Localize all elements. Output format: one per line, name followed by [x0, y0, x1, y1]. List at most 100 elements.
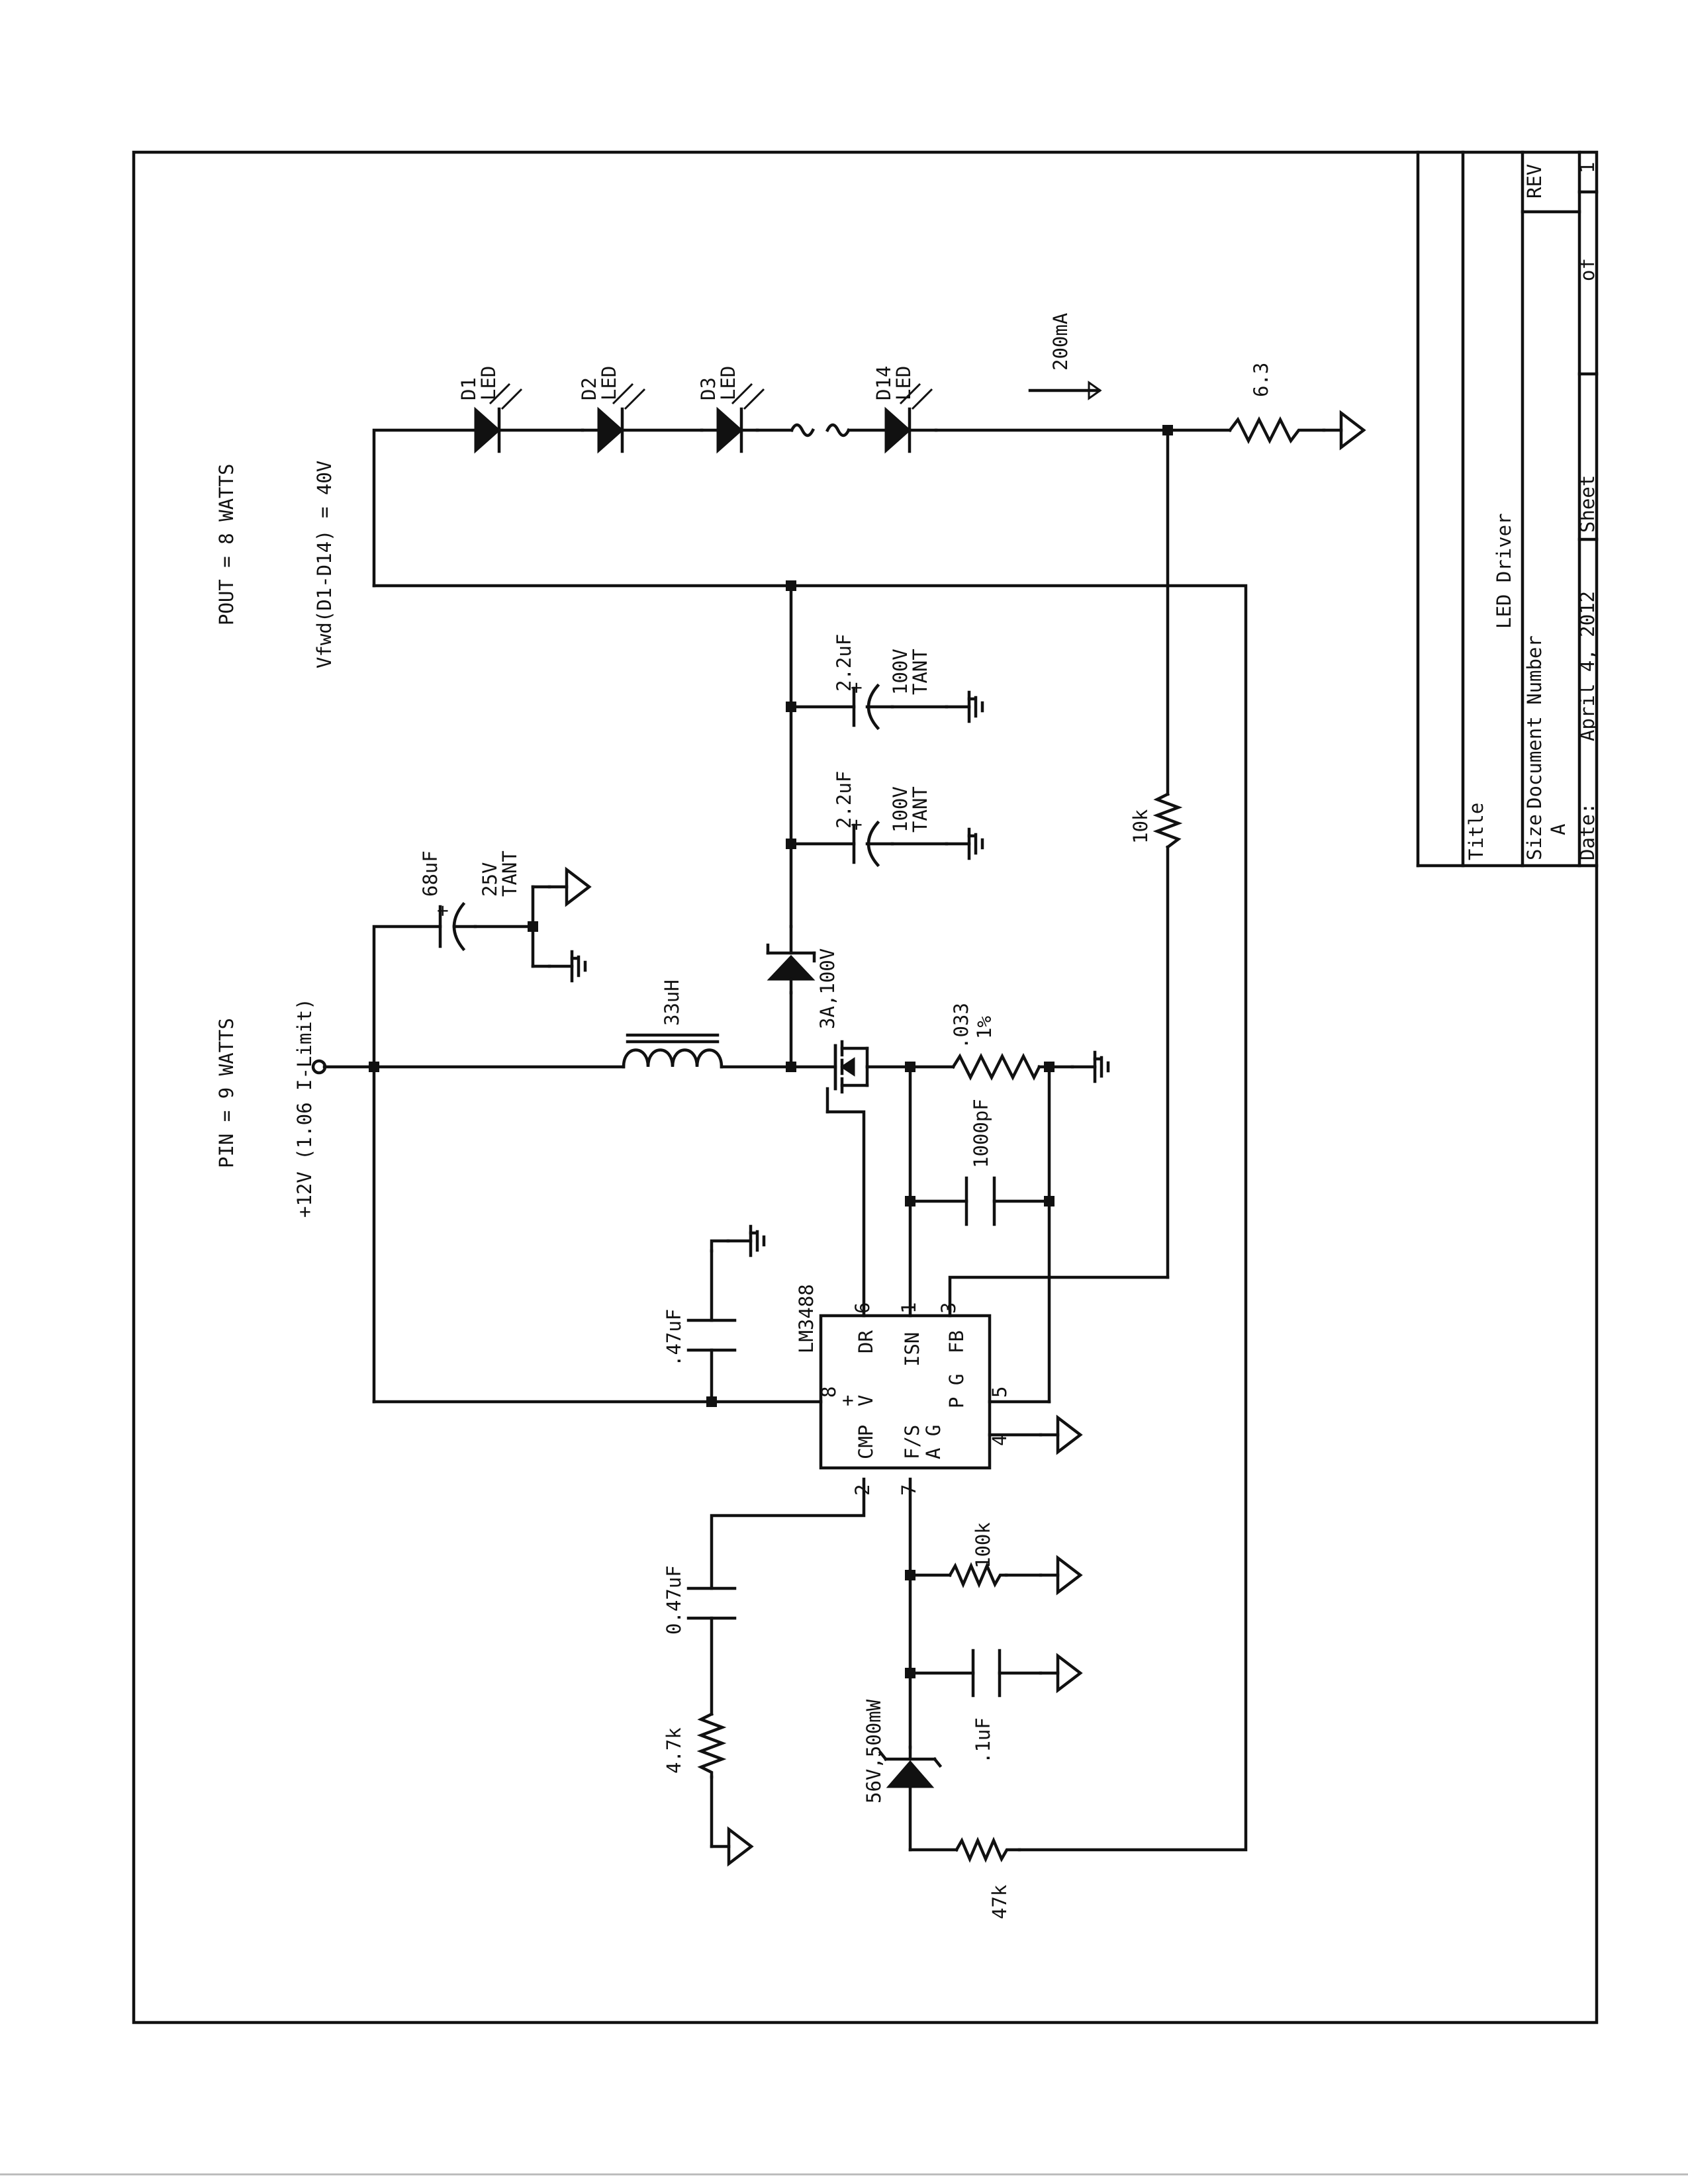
input-cap-plus: + — [431, 905, 453, 917]
ic-pin-num-8: 8 — [818, 1387, 840, 1398]
cap-comp-symbol — [686, 1586, 737, 1620]
ground-100k — [1041, 1558, 1080, 1592]
output-cap-2-kind: TANT — [909, 786, 931, 833]
sense-resistor-tol: 1% — [973, 1016, 996, 1039]
vfwd-label: Vfwd(D1-D14) = 40V — [313, 461, 336, 668]
output-cap-2-symbol — [852, 820, 894, 868]
ic-pin-plus: + — [836, 1395, 859, 1406]
output-cap-1-kind: TANT — [909, 649, 931, 695]
cap-01uf-symbol — [971, 1649, 1002, 1698]
ovp-resistor-label: 47k — [988, 1884, 1011, 1919]
resistor-47k — [954, 1837, 1021, 1863]
led-d14-type: LED — [892, 366, 915, 400]
cap-1000pf-label: 1000pF — [970, 1099, 992, 1168]
input-cap-value: 68uF — [419, 850, 442, 897]
supply-label: +12V (1.06 I-Limit) — [293, 998, 316, 1218]
ic-pin-num-2: 2 — [851, 1484, 874, 1496]
pin-label: PIN = 9 WATTS — [215, 1018, 238, 1168]
title-block — [1416, 150, 1599, 868]
fs-res-label: 100k — [972, 1522, 994, 1569]
ground-cap-1 — [947, 692, 982, 721]
schottky-diode — [766, 925, 816, 995]
wires — [322, 423, 1248, 1852]
output-cap-2-plus: + — [845, 819, 867, 831]
ic-pin-ag: A G — [922, 1425, 945, 1459]
ic-pin-dr: DR — [855, 1330, 877, 1353]
resistor-033 — [951, 1052, 1042, 1081]
tb-size: A — [1547, 824, 1570, 835]
ground-01uf — [1041, 1656, 1080, 1690]
led-d2-type: LED — [598, 366, 620, 400]
ground-sense — [1072, 1052, 1108, 1081]
led-d1-symbol — [474, 383, 585, 454]
ground-cap-2 — [947, 829, 982, 858]
led-d3-type: LED — [717, 366, 739, 400]
ground-6-3 — [1324, 413, 1364, 447]
tb-sheet-total: 1 — [1576, 162, 1599, 173]
led-d14-symbol — [884, 383, 938, 454]
ic-pin-num-7: 7 — [898, 1484, 920, 1496]
fs-cap-label: .1uF — [972, 1717, 994, 1764]
input-cap-rating: 25V — [479, 862, 501, 897]
input-cap-symbol — [438, 901, 477, 952]
current-label: 200mA — [1049, 313, 1072, 371]
led-d2-ref: D2 — [578, 377, 600, 400]
resistor-4-7k — [696, 1711, 727, 1779]
resistor-10k-label: 10k — [1129, 809, 1152, 844]
inductor-symbol — [622, 1033, 724, 1069]
current-arrow — [1028, 381, 1102, 400]
tb-sheet-label: Sheet — [1576, 475, 1599, 533]
ic-pin-cmp: CMP — [855, 1425, 877, 1459]
led-d2-symbol — [597, 383, 704, 454]
output-cap-1-plus: + — [845, 682, 867, 694]
tb-title-label: Title — [1465, 803, 1487, 860]
tb-of-label: of — [1576, 258, 1599, 281]
led-d3-ref: D3 — [697, 377, 720, 400]
page-bottom-rule — [0, 2173, 1688, 2175]
ic-pin-num-5: 5 — [988, 1387, 1011, 1398]
ic-pin-v: V — [855, 1395, 877, 1406]
output-cap-1-rating: 100V — [889, 649, 912, 695]
diode-label: 3A,100V — [816, 948, 839, 1029]
cap-1000pf-symbol — [964, 1176, 996, 1226]
resistor-6-3-label: 6.3 — [1250, 363, 1272, 397]
output-cap-2-value: 2.2uF — [833, 771, 855, 829]
sense-resistor-value: .033 — [950, 1003, 972, 1049]
ic-pin-pg: P G — [945, 1374, 968, 1408]
comp-cap-label: 0.47uF — [663, 1565, 685, 1635]
ic-pin-num-1: 1 — [898, 1302, 920, 1314]
supply-terminal — [311, 1059, 327, 1075]
ic-pin-num-3: 3 — [937, 1302, 960, 1314]
tb-date: April 4, 2012 — [1576, 591, 1599, 741]
resistor-10k — [1152, 792, 1183, 850]
ground-pin4 — [1041, 1418, 1080, 1452]
led-d1-type: LED — [477, 366, 500, 400]
ic-pin-fb: FB — [945, 1330, 968, 1353]
ground-4-7k — [710, 1826, 754, 1867]
tb-size-label: Size — [1523, 814, 1546, 860]
inductor-label: 33uH — [661, 979, 683, 1026]
led-d14-ref: D14 — [872, 366, 895, 400]
ic-pin-num-6: 6 — [851, 1302, 874, 1314]
zener-label: 56V,500mW — [863, 1699, 885, 1803]
mosfet-symbol — [825, 1040, 869, 1114]
ic-pin-num-4: 4 — [988, 1435, 1011, 1446]
tb-doc-label: Document Number — [1523, 635, 1546, 809]
ic-name-label: LM3488 — [795, 1284, 818, 1353]
led-d3-symbol — [716, 383, 765, 454]
ground-vin-cap — [728, 1226, 764, 1255]
cap-047uf-label: .47uF — [663, 1309, 685, 1367]
output-cap-1-symbol — [852, 683, 894, 731]
led-d1-ref: D1 — [457, 377, 480, 400]
ic-pin-fs: F/S — [901, 1425, 923, 1459]
input-cap-kind: TANT — [498, 850, 521, 897]
ic-pin-isn: ISN — [901, 1332, 923, 1367]
ground-68uf-b — [549, 952, 585, 981]
junctions — [369, 425, 1173, 1678]
cap-047uf-symbol — [686, 1318, 737, 1352]
comp-res-label: 4.7k — [663, 1727, 685, 1774]
pout-label: POUT = 8 WATTS — [215, 464, 238, 625]
tb-title: LED Driver — [1493, 513, 1515, 629]
ic-lm3488 — [819, 1314, 992, 1470]
